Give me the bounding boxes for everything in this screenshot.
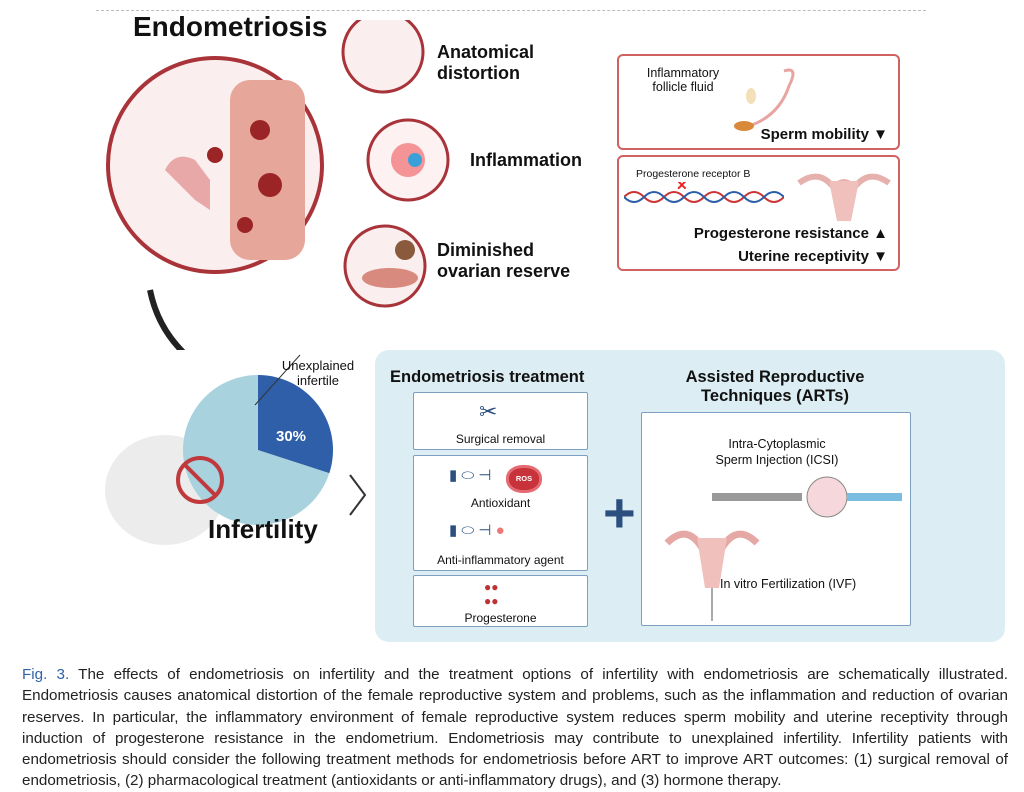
intestine-icon bbox=[230, 80, 305, 260]
svg-text:✕: ✕ bbox=[676, 182, 688, 193]
pie-slice-unexplained bbox=[258, 375, 333, 474]
ivf-label: In vitro Fertilization (IVF) bbox=[720, 577, 857, 591]
anti-inflammatory-icon: ▮ ⬭ ⊣ ● bbox=[449, 522, 505, 539]
anatomical-circle bbox=[341, 20, 425, 94]
uterine-receptivity-label: Uterine receptivity ▼ bbox=[738, 248, 888, 265]
figure-caption: Fig. 3. The effects of endometriosis on … bbox=[22, 664, 1008, 792]
infertility-label: Infertility bbox=[208, 514, 318, 544]
effect-anatomical: Anatomical distortion bbox=[437, 42, 535, 83]
progesterone-resistance-label: Progesterone resistance ▲ bbox=[693, 225, 888, 242]
icsi-label: Intra-Cytoplasmic Sperm Injection (ICSI) bbox=[715, 437, 839, 467]
icsi-icon bbox=[712, 476, 902, 518]
effect-inflammation: Inflammation bbox=[470, 150, 583, 170]
caption-text: The effects of endometriosis on infertil… bbox=[22, 666, 1008, 790]
arts-box: Intra-Cytoplasmic Sperm Injection (ICSI)… bbox=[641, 412, 911, 626]
surgical-label: Surgical removal bbox=[455, 432, 546, 446]
receptor-label: Progesterone receptor B bbox=[636, 168, 751, 180]
ivf-uterus-icon bbox=[664, 530, 760, 621]
progesterone-treatment-box: ●●●● Progesterone bbox=[413, 575, 588, 627]
anti-inflammatory-label: Anti-inflammatory agent bbox=[437, 553, 564, 567]
dna-icon: ✕ bbox=[624, 182, 784, 203]
curved-arrow-icon bbox=[147, 289, 186, 350]
progesterone-box: Progesterone receptor B ✕ Progesterone r… bbox=[617, 155, 900, 271]
surgical-box: ✂ Surgical removal bbox=[413, 392, 588, 450]
uterus-icon bbox=[165, 156, 210, 210]
progesterone-label: Progesterone bbox=[464, 611, 537, 625]
antioxidant-icon: ▮ ⬭ ⊣ bbox=[449, 467, 492, 484]
top-rule bbox=[96, 10, 926, 11]
treatment-title: Endometriosis treatment bbox=[390, 368, 585, 386]
arts-title: Assisted Reproductive Techniques (ARTs) bbox=[685, 368, 865, 405]
infertility-illustration bbox=[105, 354, 367, 545]
prohibited-icon bbox=[176, 456, 224, 504]
surgeon-icon: ✂ bbox=[479, 399, 498, 424]
plus-sign: + bbox=[603, 481, 636, 544]
follicle-fluid-label: Inflammatory follicle fluid bbox=[646, 66, 720, 94]
chevron-right-icon bbox=[349, 474, 367, 516]
sperm-mobility-box: Inflammatory follicle fluid Sperm mobili… bbox=[617, 54, 900, 150]
uterus-icon bbox=[797, 173, 891, 221]
antioxidant-label: Antioxidant bbox=[470, 496, 531, 510]
pie-value-label: 30% bbox=[276, 428, 307, 445]
figure-title: Endometriosis bbox=[133, 11, 328, 42]
sperm-mobility-label: Sperm mobility ▼ bbox=[760, 126, 888, 143]
ros-burst-icon bbox=[509, 468, 539, 490]
caption-label: Fig. 3. bbox=[22, 666, 70, 683]
progesterone-icon: ●●●● bbox=[484, 580, 499, 608]
unexplained-label: Unexplained infertile bbox=[281, 358, 355, 388]
drug-box: ▮ ⬭ ⊣ ROS Antioxidant ▮ ⬭ ⊣ ● Anti-infla… bbox=[413, 455, 588, 571]
sperm-icon bbox=[734, 68, 795, 131]
endometriosis-illustration bbox=[106, 20, 450, 350]
ros-label: ROS bbox=[515, 474, 533, 483]
effect-ovarian: Diminished ovarian reserve bbox=[437, 240, 571, 281]
ovarian-circle bbox=[343, 224, 427, 308]
